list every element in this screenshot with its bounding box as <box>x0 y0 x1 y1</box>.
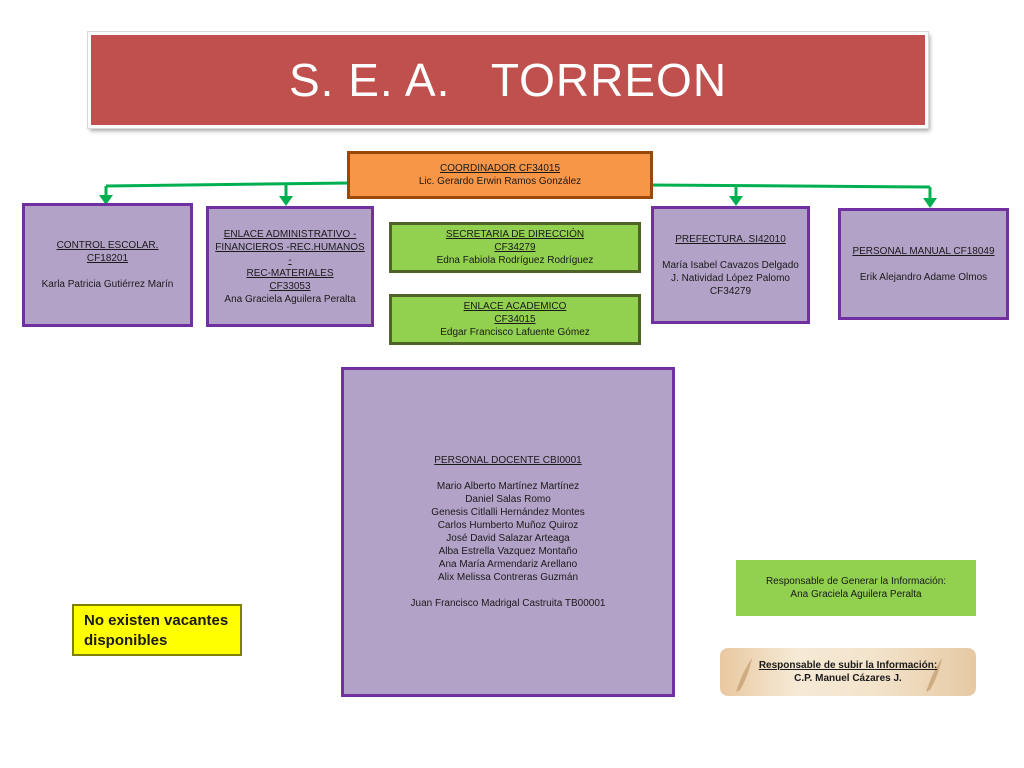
enlace-academico-title: ENLACE ACADEMICO <box>463 301 567 312</box>
control-escolar-name: Karla Patricia Gutiérrez Marín <box>41 279 174 290</box>
enlace-admin-line1: ENLACE ADMINISTRATIVO - <box>223 228 357 240</box>
control-escolar-box: CONTROL ESCOLAR. CF18201 Karla Patricia … <box>22 203 193 327</box>
enlace-academico-box: ENLACE ACADEMICO CF34015 Edgar Francisco… <box>389 294 641 345</box>
responsable-subir-name: C.P. Manuel Cázares J. <box>794 673 902 684</box>
docente-name: José David Salazar Arteaga <box>446 533 570 544</box>
enlace-admin-line2: FINANCIEROS -REC.HUMANOS - <box>215 241 365 266</box>
docente-name: Daniel Salas Romo <box>465 494 551 505</box>
personal-manual-box: PERSONAL MANUAL CF18049 Erik Alejandro A… <box>838 208 1009 320</box>
prefectura-code: CF34279 <box>709 285 752 297</box>
vacantes-notice: No existen vacantes disponibles <box>72 604 242 656</box>
coordinador-box: COORDINADOR CF34015 Lic. Gerardo Erwin R… <box>347 151 653 199</box>
page-title: S. E. A. TORREON <box>288 54 728 106</box>
docente-name: Mario Alberto Martínez Martínez <box>436 481 580 492</box>
arrowhead-control <box>99 195 113 205</box>
enlace-admin-line3: REC-MATERIALES <box>246 267 334 279</box>
secretaria-name: Edna Fabiola Rodríguez Rodríguez <box>436 255 594 266</box>
enlace-academico-code: CF34015 <box>494 314 536 325</box>
enlace-administrativo-box: ENLACE ADMINISTRATIVO - FINANCIEROS -REC… <box>206 206 374 327</box>
docente-name: Alix Melissa Contreras Guzmán <box>437 572 579 583</box>
connector-horizontal-left <box>105 181 350 188</box>
arrowhead-prefectura <box>729 196 743 206</box>
connector-arrowheads <box>99 195 937 208</box>
prefectura-box: PREFECTURA. SI42010 María Isabel Cavazos… <box>651 206 810 324</box>
personal-docente-title: PERSONAL DOCENTE CBI0001 <box>434 455 582 466</box>
personal-manual-name: Erik Alejandro Adame Olmos <box>859 271 988 283</box>
arrowhead-manual <box>923 198 937 208</box>
docente-name: Ana María Armendariz Arellano <box>438 559 578 570</box>
secretaria-code: CF34279 <box>494 242 536 253</box>
enlace-admin-code: CF33053 <box>269 280 311 292</box>
prefectura-name-2: J. Natividad López Palomo <box>671 272 790 284</box>
feather-icon-right <box>926 658 942 692</box>
coordinador-title: COORDINADOR CF34015 <box>439 163 561 174</box>
responsable-generar-box: Responsable de Generar la Información: A… <box>736 560 976 616</box>
vacantes-text: No existen vacantes disponibles <box>84 612 229 649</box>
enlace-academico-name: Edgar Francisco Lafuente Gómez <box>440 327 590 338</box>
secretaria-title: SECRETARIA DE DIRECCIÓN <box>445 229 585 240</box>
secretaria-box: SECRETARIA DE DIRECCIÓN CF34279 Edna Fab… <box>389 222 641 273</box>
responsable-generar-name: Ana Graciela Aguilera Peralta <box>790 589 922 600</box>
docente-name: Carlos Humberto Muñoz Quiroz <box>437 520 579 531</box>
connector-horizontal-right <box>649 183 931 189</box>
responsable-subir-box: Responsable de subir la Información: C.P… <box>720 648 976 696</box>
prefectura-name-1: María Isabel Cavazos Delgado <box>662 259 799 271</box>
personal-docente-box: PERSONAL DOCENTE CBI0001 Mario Alberto M… <box>341 367 675 697</box>
coordinador-name: Lic. Gerardo Erwin Ramos González <box>418 176 582 187</box>
control-escolar-code: CF18201 <box>86 253 129 264</box>
control-escolar-title: CONTROL ESCOLAR. <box>56 240 159 251</box>
enlace-admin-name: Ana Graciela Aguilera Peralta <box>224 293 356 305</box>
personal-manual-title: PERSONAL MANUAL CF18049 <box>852 245 995 257</box>
connector-group <box>104 181 932 200</box>
responsable-subir-label: Responsable de subir la Información: <box>758 660 938 671</box>
docente-name: Alba Estrella Vazquez Montaño <box>438 546 578 557</box>
docente-name: Genesis Citlalli Hernández Montes <box>431 507 585 518</box>
arrowhead-enlace-admin <box>279 196 293 206</box>
title-banner: S. E. A. TORREON <box>88 32 928 128</box>
responsable-generar-label: Responsable de Generar la Información: <box>765 576 947 587</box>
feather-icon-left <box>736 658 752 692</box>
docente-extra: Juan Francisco Madrigal Castruita TB0000… <box>410 598 606 609</box>
prefectura-title: PREFECTURA. SI42010 <box>675 233 786 245</box>
